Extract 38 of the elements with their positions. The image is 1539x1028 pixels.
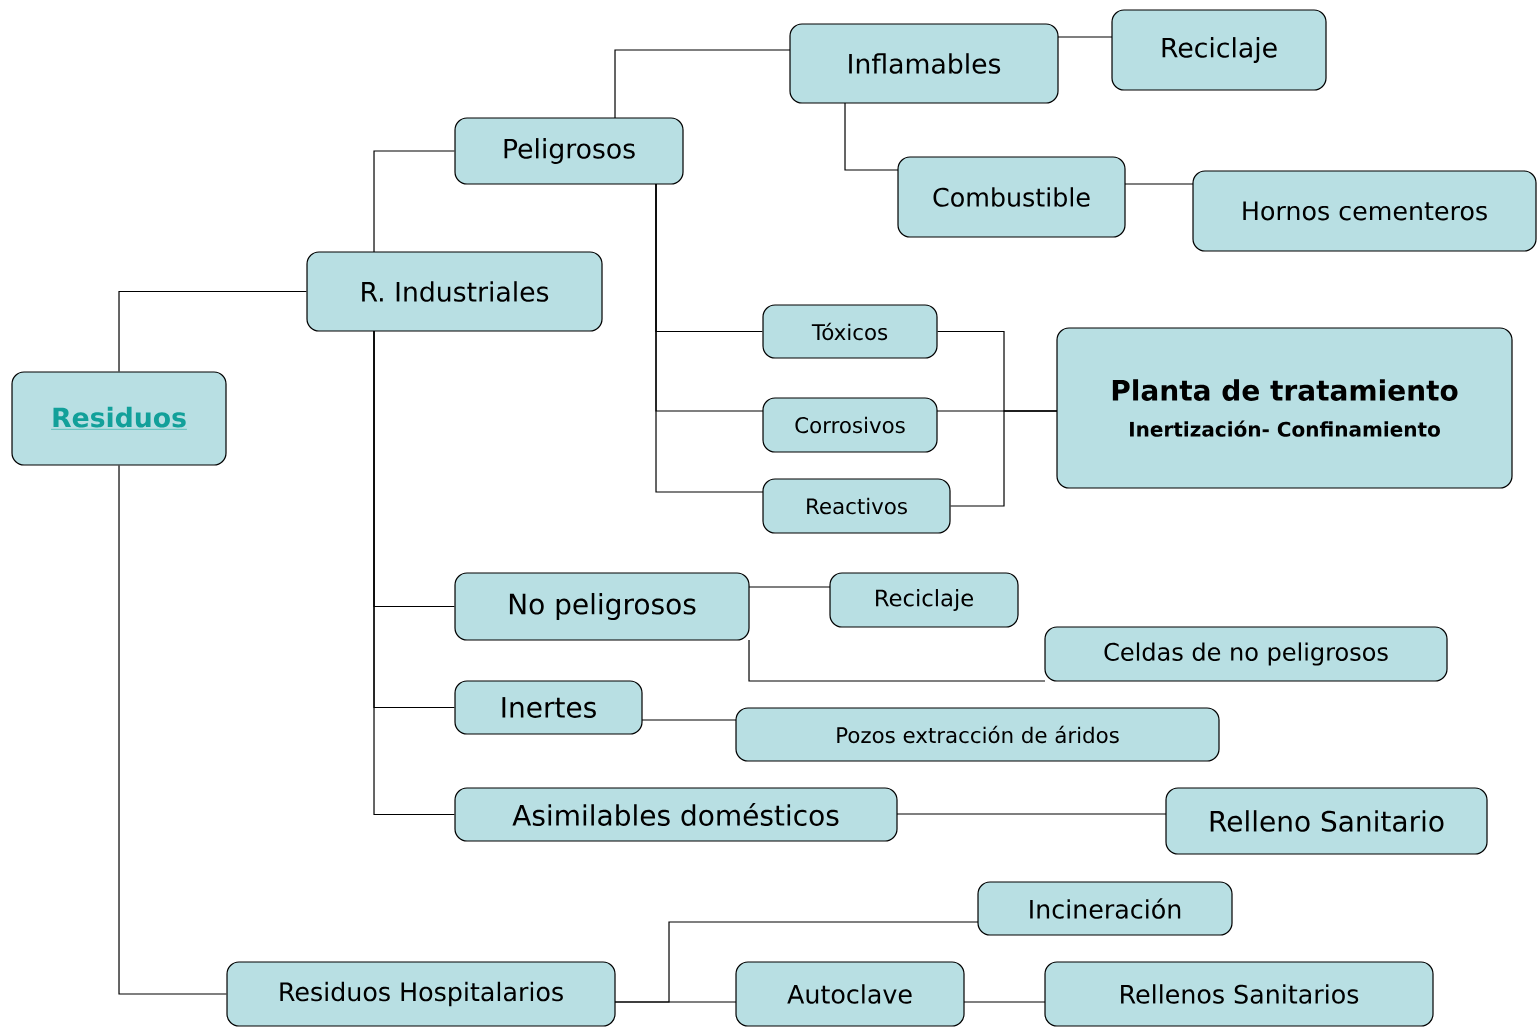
treatment-box: Rellenos Sanitarios	[1044, 961, 1434, 1027]
connector-line	[373, 330, 455, 816]
connector-line	[950, 410, 1058, 507]
category-box: R. Industriales	[306, 251, 603, 332]
treatment-box: Incineración	[977, 881, 1233, 936]
connector-line	[748, 639, 1046, 682]
connector-line	[963, 1001, 1046, 1003]
connector-line	[1057, 36, 1113, 38]
connector-line	[641, 719, 737, 721]
category-box: Peligrosos	[454, 117, 684, 185]
treatment-box: Celdas de no peligrosos	[1044, 626, 1448, 682]
connector-line	[614, 1001, 737, 1003]
category-box: No peligrosos	[454, 572, 750, 641]
category-box: Residuos Hospitalarios	[226, 961, 616, 1027]
category-box: Asimilables domésticos	[454, 787, 898, 842]
treatment-box: Pozos extracción de áridos	[735, 707, 1220, 762]
connector-line	[118, 465, 227, 995]
connector-line	[373, 150, 455, 253]
treatment-box: Reciclaje	[1111, 9, 1327, 91]
treatment-box: Relleno Sanitario	[1165, 787, 1488, 855]
connector-line	[1124, 183, 1194, 185]
category-box: Corrosivos	[762, 397, 938, 453]
connector-line	[118, 290, 307, 372]
connector-line	[896, 813, 1167, 815]
category-box: Inflamables	[789, 23, 1059, 104]
category-box: Tóxicos	[762, 304, 938, 359]
treatment-box: Planta de tratamiento Inertización- Confinamiento	[1056, 327, 1513, 489]
category-box: Inertes	[454, 680, 643, 735]
category-box: Reactivos	[762, 478, 951, 534]
treatment-box: Autoclave	[735, 961, 965, 1027]
connector-line	[614, 49, 791, 119]
connector-line	[655, 183, 764, 493]
category-box: Combustible	[897, 156, 1126, 238]
connector-line	[844, 102, 899, 171]
connector-line	[748, 586, 831, 588]
treatment-box: Hornos cementeros	[1192, 170, 1537, 252]
link-box: Residuos	[11, 371, 227, 466]
treatment-box: Reciclaje	[829, 572, 1019, 628]
